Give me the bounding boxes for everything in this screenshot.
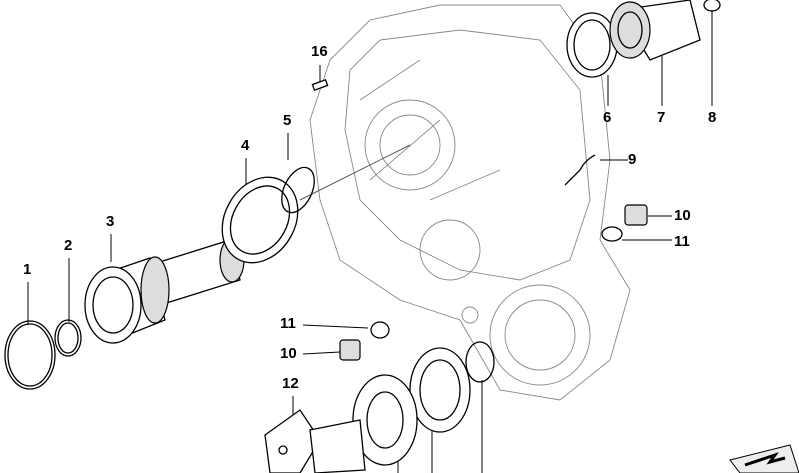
part-10-plug-lower	[339, 339, 361, 361]
callout-5: 5	[283, 112, 292, 129]
o-ring-lower	[465, 341, 495, 383]
callout-2: 2	[64, 237, 73, 254]
part-11-washer-lower	[370, 321, 390, 339]
part-12-flange-shaft	[264, 409, 366, 473]
part-10-plug	[624, 204, 648, 226]
part-1-o-ring	[4, 320, 56, 390]
callout-3: 3	[106, 213, 115, 230]
part-16-pin	[311, 78, 329, 92]
part-11-washer	[601, 226, 623, 242]
part-2-ring	[54, 319, 82, 357]
callout-8: 8	[708, 109, 717, 126]
part-4-seal	[221, 176, 299, 264]
callout-10-upper: 10	[674, 207, 691, 224]
callout-9: 9	[628, 151, 637, 168]
part-7-flange	[609, 0, 701, 61]
part-9-vent-pipe	[564, 154, 596, 186]
callout-11-upper: 11	[674, 233, 690, 250]
transfer-case-housing	[309, 4, 631, 401]
callout-1: 1	[23, 261, 32, 278]
dust-cover	[352, 374, 418, 466]
callout-12: 12	[282, 375, 299, 392]
catalog-arrow-icon	[729, 444, 799, 473]
callout-11-lower: 11	[280, 315, 296, 332]
callout-7: 7	[657, 109, 666, 126]
callout-4: 4	[241, 137, 250, 154]
part-8-washer	[703, 0, 721, 12]
callout-16: 16	[311, 43, 328, 60]
callout-6: 6	[603, 109, 612, 126]
callout-10-lower: 10	[280, 345, 297, 362]
leader-lines	[27, 10, 713, 473]
part-5-o-ring	[281, 166, 315, 214]
part-3-output-shaft	[84, 237, 245, 344]
